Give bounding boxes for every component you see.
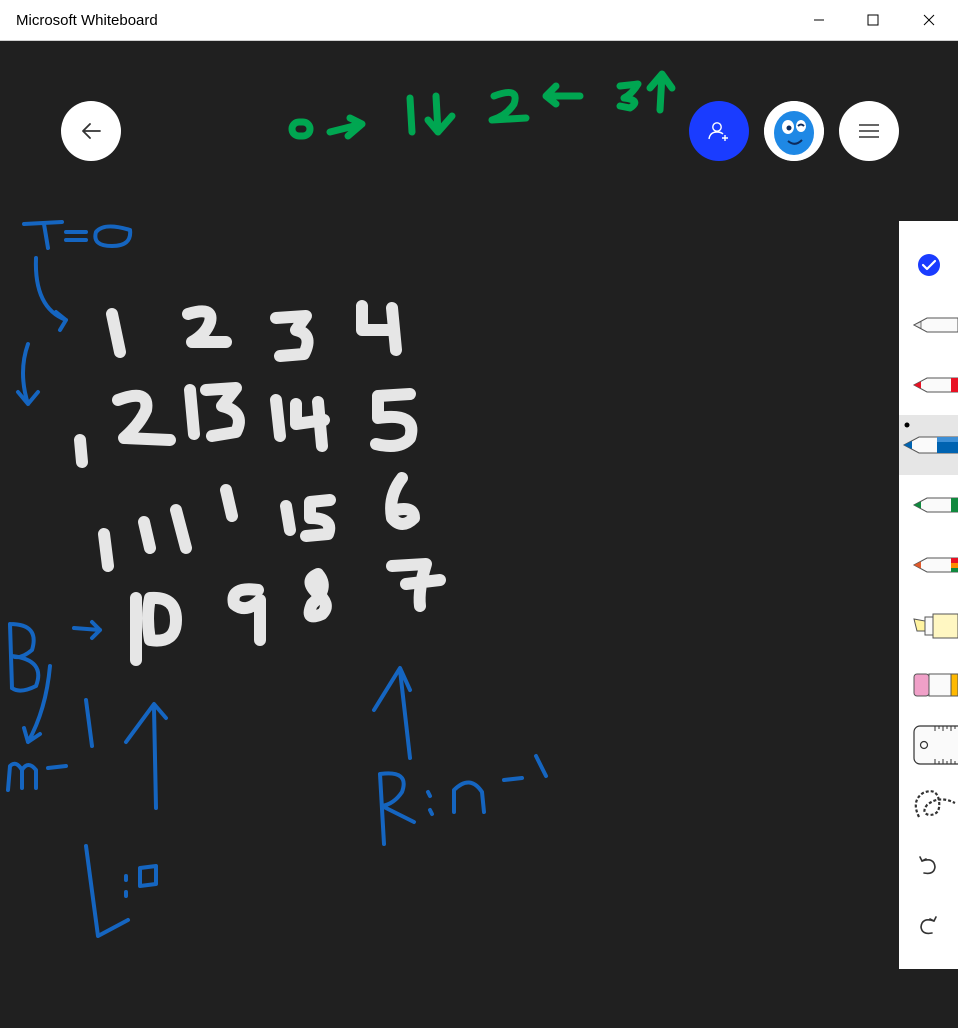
title-bar: Microsoft Whiteboard bbox=[0, 0, 958, 41]
ruler-tool[interactable] bbox=[899, 717, 958, 773]
eraser-icon bbox=[913, 673, 958, 697]
pen-white-icon bbox=[912, 317, 958, 333]
minimize-button[interactable] bbox=[792, 0, 846, 40]
menu-button[interactable] bbox=[839, 101, 899, 161]
maximize-icon bbox=[867, 14, 879, 26]
pen-green-icon bbox=[912, 497, 958, 513]
user-avatar[interactable] bbox=[764, 101, 824, 161]
back-button[interactable] bbox=[61, 101, 121, 161]
invite-button[interactable] bbox=[689, 101, 749, 161]
close-icon bbox=[923, 14, 935, 26]
lasso-tool[interactable] bbox=[899, 777, 958, 833]
blue-ink-notes bbox=[6, 220, 548, 938]
ink-layer bbox=[6, 70, 676, 938]
eraser-tool[interactable] bbox=[899, 657, 958, 713]
undo-tool[interactable] bbox=[899, 837, 958, 893]
minimize-icon bbox=[814, 19, 824, 21]
highlighter-tool[interactable] bbox=[899, 597, 958, 653]
green-ink-notes bbox=[288, 70, 676, 140]
maximize-button[interactable] bbox=[846, 0, 900, 40]
pen-red-tool[interactable] bbox=[899, 357, 958, 413]
select-tool[interactable] bbox=[899, 237, 958, 293]
redo-tool[interactable] bbox=[899, 897, 958, 953]
arrow-left-icon bbox=[82, 123, 101, 139]
ink-toolbar bbox=[899, 221, 958, 969]
pen-red-icon bbox=[912, 377, 958, 393]
close-button[interactable] bbox=[902, 0, 956, 40]
whiteboard-canvas[interactable] bbox=[0, 41, 958, 1028]
white-ink-grid bbox=[74, 300, 446, 666]
ruler-icon bbox=[913, 725, 958, 765]
highlighter-icon bbox=[913, 613, 958, 639]
lasso-icon bbox=[914, 790, 956, 818]
pen-rainbow-tool[interactable] bbox=[899, 537, 958, 593]
redo-icon bbox=[920, 916, 937, 935]
avatar-icon bbox=[764, 101, 824, 161]
pen-rainbow-icon bbox=[912, 557, 958, 573]
hamburger-menu-icon bbox=[859, 124, 879, 138]
pen-white-tool[interactable] bbox=[899, 297, 958, 353]
pen-blue-tool[interactable] bbox=[899, 415, 958, 475]
add-person-icon bbox=[708, 122, 728, 141]
undo-icon bbox=[919, 856, 936, 875]
window-title: Microsoft Whiteboard bbox=[16, 12, 158, 29]
pen-blue-icon bbox=[902, 422, 958, 454]
pen-green-tool[interactable] bbox=[899, 477, 958, 533]
checkmark-icon bbox=[918, 254, 940, 276]
